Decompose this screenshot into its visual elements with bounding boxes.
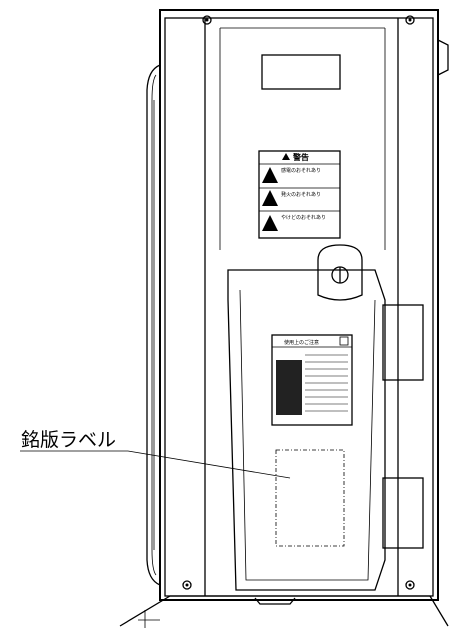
warning-title: 警告 (292, 152, 309, 162)
nameplate-position (275, 449, 345, 547)
warning-section-2: 発火のおそれあり (281, 191, 321, 198)
warning-label: 警告 感電のおそれあり 発火のおそれあり やけどのおそれあり (258, 150, 341, 239)
caution-label: 使用上のご注意 (271, 334, 353, 426)
base-feet (119, 595, 449, 628)
caution-title: 使用上のご注意 (284, 339, 319, 346)
screws (182, 15, 415, 590)
warning-section-1: 感電のおそれあり (281, 167, 321, 174)
service-cover (227, 244, 386, 591)
handle-slot (261, 54, 341, 90)
nameplate-label: 銘版ラベル (21, 429, 116, 451)
warning-section-3: やけどのおそれあり (281, 214, 326, 221)
heat-exchanger-fins (146, 64, 161, 586)
right-fittings (382, 39, 449, 549)
nameplate-callout: 銘版ラベル (20, 429, 291, 479)
